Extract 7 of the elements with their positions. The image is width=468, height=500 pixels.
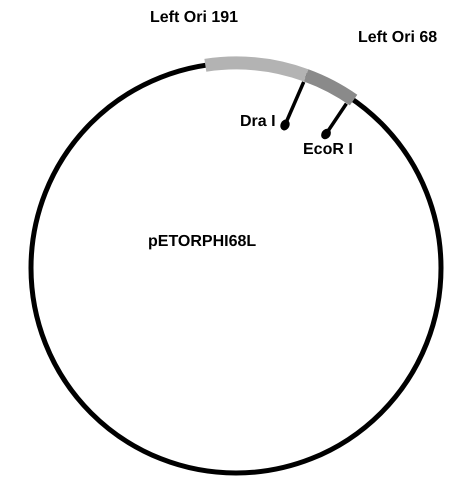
site-label: Dra I — [240, 112, 276, 132]
segment-label: Left Ori 68 — [358, 28, 438, 48]
segment-label: Left Ori 191 — [150, 8, 238, 28]
restriction-site-marker — [321, 102, 348, 140]
site-label: EcoR I — [303, 140, 353, 160]
plasmid-name: pETORPHI68L — [148, 232, 256, 252]
restriction-site-marker — [280, 81, 306, 130]
